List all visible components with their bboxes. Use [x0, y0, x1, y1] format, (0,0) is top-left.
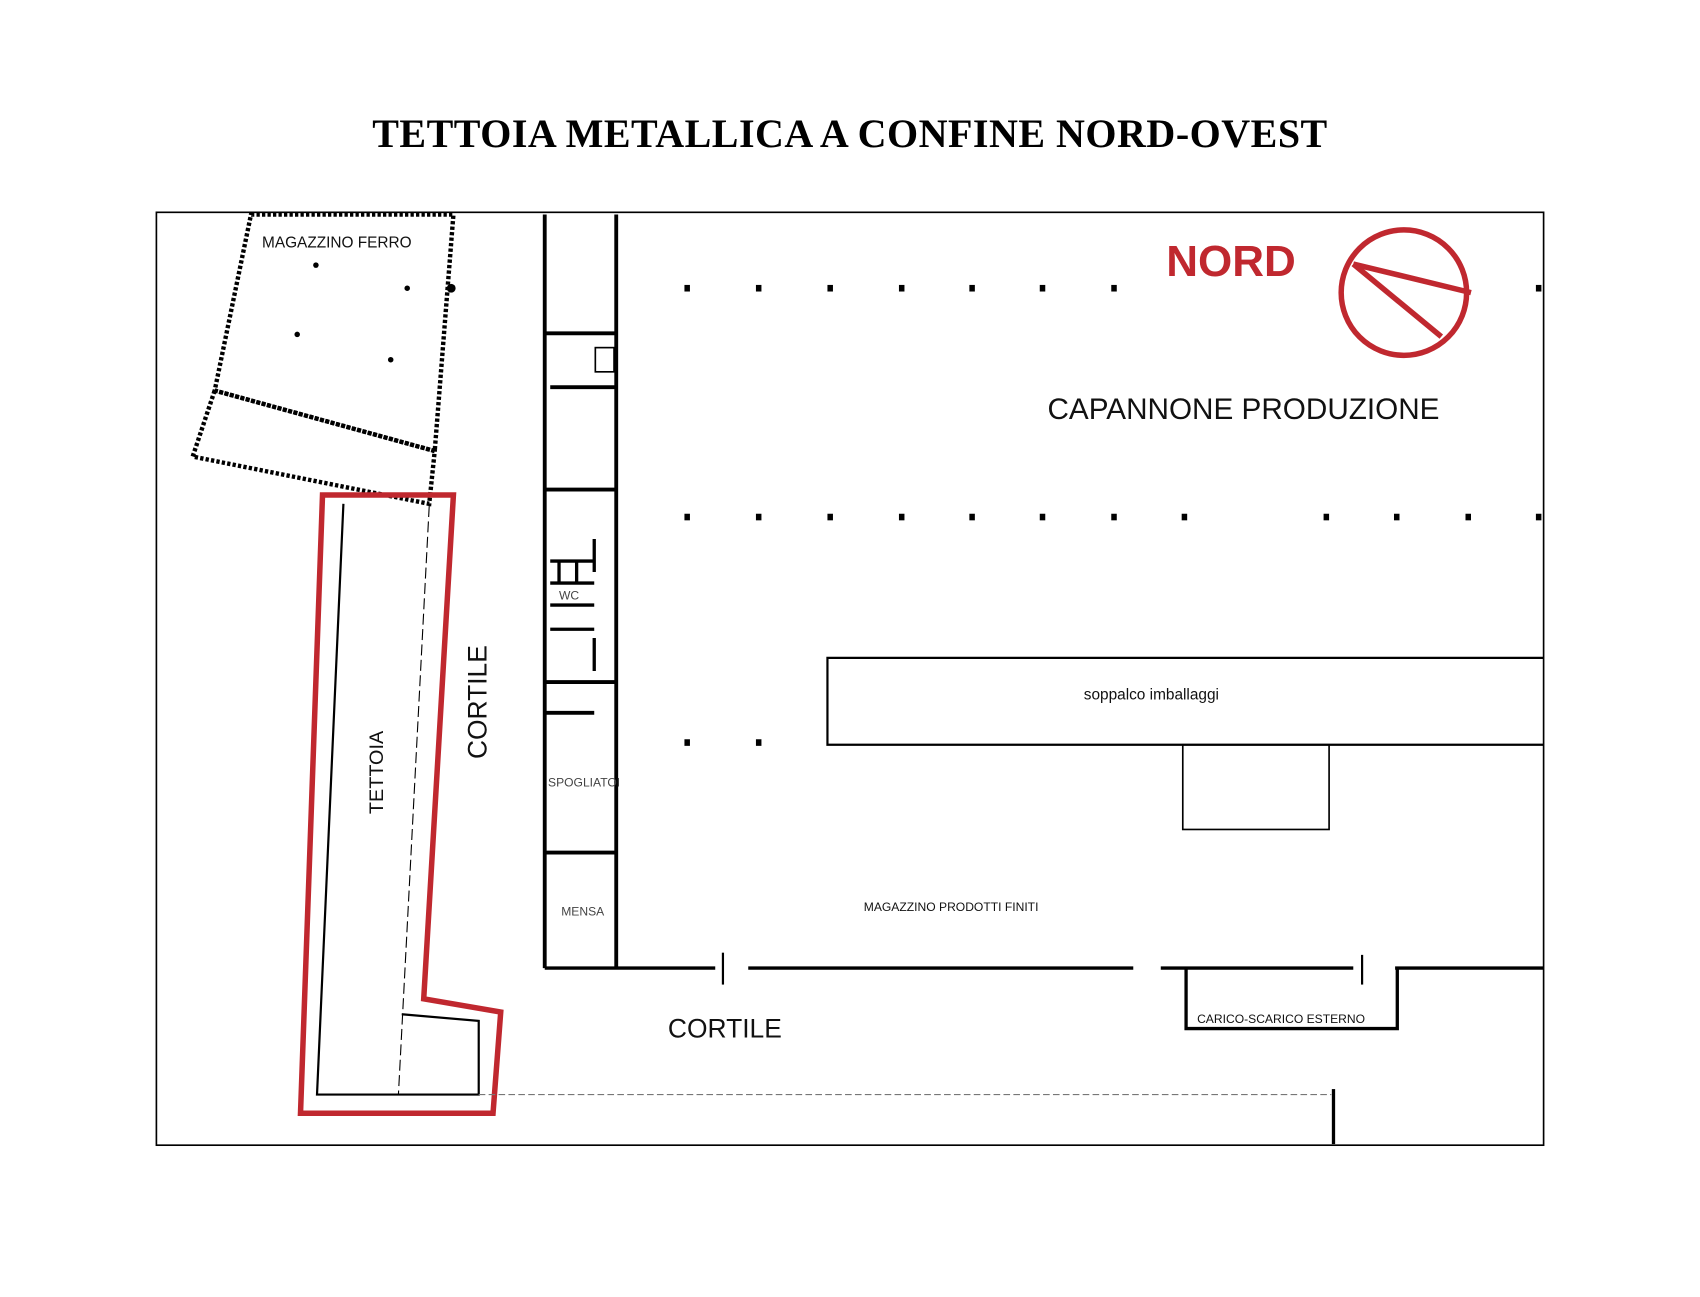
- label-cortile-bottom: CORTILE: [668, 1013, 782, 1043]
- pillar-grid: [684, 284, 1542, 746]
- label-tettoia: TETTOIA: [366, 730, 388, 814]
- label-wc: WC: [559, 589, 579, 603]
- label-cortile-vertical: CORTILE: [462, 645, 492, 759]
- pillars-ferro: [294, 262, 456, 363]
- label-mensa: MENSA: [561, 904, 605, 918]
- label-capannone: CAPANNONE PRODUZIONE: [1047, 393, 1439, 426]
- service-rooms: [542, 214, 619, 969]
- tettoia-structure: [315, 503, 1332, 1096]
- page-title: TETTOIA METALLICA A CONFINE NORD-OVEST: [372, 111, 1328, 156]
- label-magazzino-ferro: MAGAZZINO FERRO: [262, 235, 412, 252]
- label-magazzino-prodotti: MAGAZZINO PRODOTTI FINITI: [864, 900, 1039, 914]
- plan-frame: [155, 211, 1545, 1147]
- label-nord: NORD: [1166, 237, 1296, 286]
- capannone-walls: [544, 952, 1544, 1145]
- label-soppalco: soppalco imballaggi: [1084, 687, 1219, 704]
- label-spogliatoi: SPOGLIATOI: [548, 776, 620, 790]
- tettoia-highlight: [297, 492, 504, 1117]
- soppalco-structure: [826, 656, 1544, 831]
- north-arrow-icon: [1338, 227, 1472, 359]
- magazzino-ferro-building: [189, 212, 456, 507]
- label-carico-scarico: CARICO-SCARICO ESTERNO: [1197, 1012, 1365, 1026]
